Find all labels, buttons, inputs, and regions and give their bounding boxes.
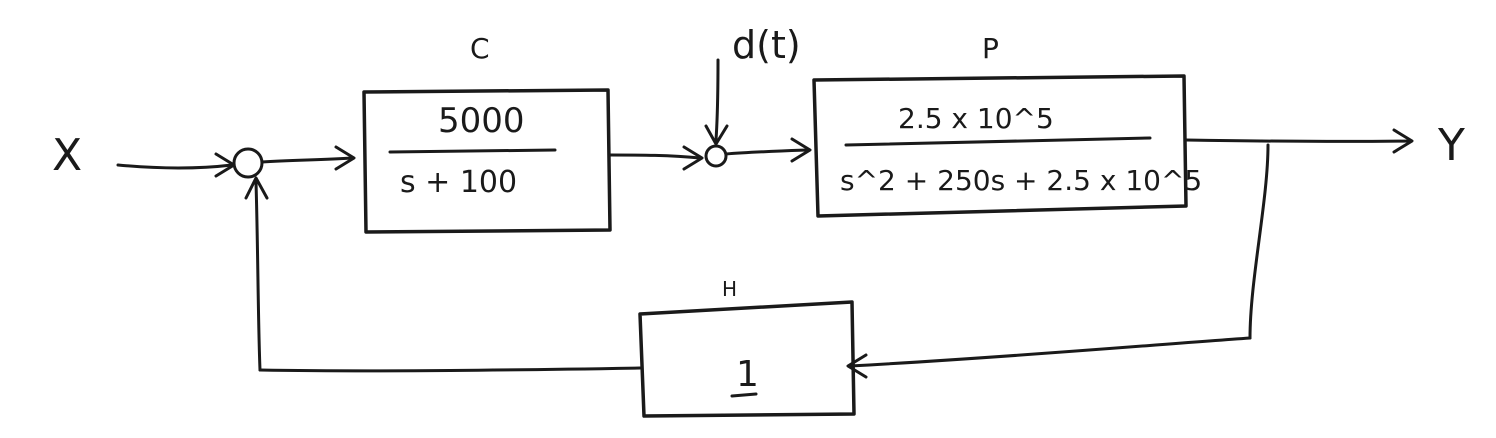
output-arrowhead <box>1392 128 1414 154</box>
disturbance-arrow <box>714 58 720 142</box>
input-arrow <box>116 163 234 170</box>
junction-to-controller-arrowhead <box>334 145 356 171</box>
controller-label: C <box>470 32 490 65</box>
feedback-line-to-h <box>848 336 1252 368</box>
junction-to-controller-arrow <box>260 156 354 164</box>
junction-to-plant-arrow <box>724 148 810 156</box>
controller-numerator: 5000 <box>438 101 525 141</box>
feedback-line-up <box>254 180 262 372</box>
feedback-block <box>638 300 856 418</box>
feedback-to-junction-arrowhead <box>244 176 269 200</box>
controller-block <box>362 88 612 234</box>
controller-to-junction-arrowhead <box>682 145 704 171</box>
disturbance-label: d(t) <box>732 23 801 67</box>
input-label-x: X <box>52 130 82 181</box>
summing-junction-1 <box>232 147 264 179</box>
summing-junction-2 <box>704 144 728 168</box>
disturbance-arrowhead <box>704 124 729 146</box>
feedback-value: 1 <box>736 354 759 395</box>
plant-to-output-arrow <box>1184 138 1412 143</box>
feedback-value-underline <box>730 392 758 398</box>
controller-denominator: s + 100 <box>400 165 517 200</box>
plant-denominator: s^2 + 250s + 2.5 x 10^5 <box>840 164 1202 197</box>
plant-fraction-bar <box>844 136 1152 147</box>
feedback-to-h-arrowhead <box>846 353 868 379</box>
junction-to-plant-arrowhead <box>790 137 812 163</box>
controller-fraction-bar <box>388 148 557 154</box>
feedback-label: H <box>722 277 737 301</box>
output-label-y: Y <box>1437 120 1465 171</box>
feedback-line-down <box>1248 143 1270 340</box>
plant-block <box>812 74 1188 218</box>
plant-label: P <box>982 32 999 65</box>
controller-to-junction-arrow <box>608 153 702 160</box>
plant-numerator: 2.5 x 10^5 <box>898 102 1054 135</box>
feedback-line-left <box>258 366 642 373</box>
